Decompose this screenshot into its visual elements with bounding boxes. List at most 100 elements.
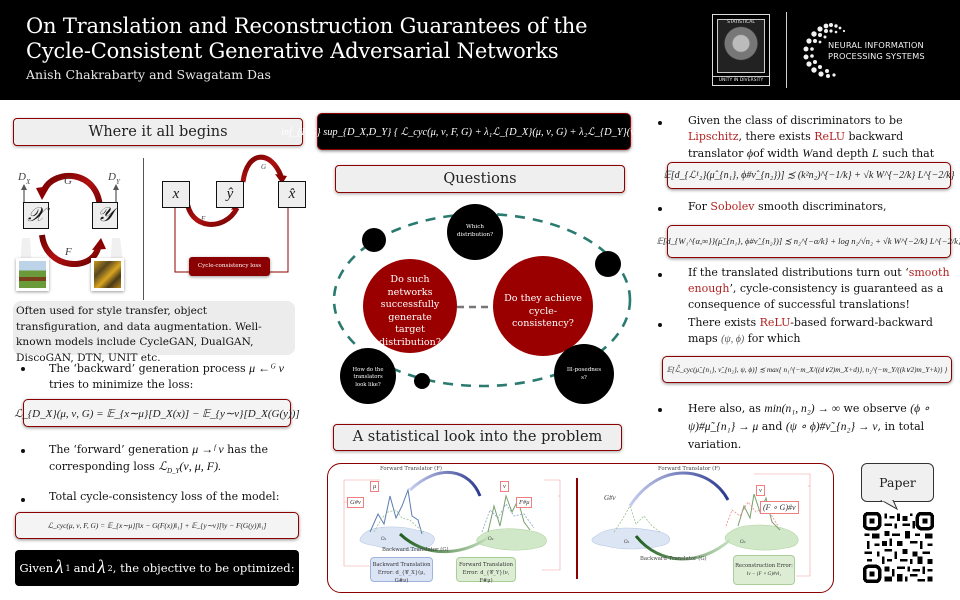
question-circle-cycle-consistency <box>493 256 593 356</box>
map-g-label: G <box>64 175 72 187</box>
highlight-sobolev: Sobolev <box>710 200 755 213</box>
bullet-total-cycle-loss: Total cycle-consistency loss of the mode… <box>49 490 280 503</box>
tag-nu: ν <box>500 481 509 492</box>
diagram-divider <box>143 158 144 300</box>
bullet-dot <box>658 207 662 211</box>
node-x-hat: x̂ <box>278 181 306 208</box>
question-text-which-distribution: Which distribution? <box>456 224 494 238</box>
arc-g <box>240 154 284 183</box>
neurips-logo-icon <box>803 23 846 78</box>
map-f-label: F <box>65 246 72 258</box>
question-circle-ill-posedness <box>554 344 614 404</box>
isi-logo-top-text: STATISTICAL <box>727 20 755 25</box>
disc-x-arrowhead <box>21 184 27 190</box>
lambda-2: λ <box>97 557 106 578</box>
usage-description: Often used for style transfer, object tr… <box>13 301 295 364</box>
nu-density-right <box>737 493 781 531</box>
section-title-questions: Questions <box>335 165 625 193</box>
equation-sobolev-bound: 𝔼[d_{W₁^{α,∞}}(μ̂_{n₁}, ϕ#ν̂_{n₂})] ≾ n₂… <box>657 225 960 258</box>
omega-2-label-left: Ω₂ <box>488 537 494 542</box>
backward-translator-label-right: Backward Translator (G) <box>640 556 707 562</box>
poster-title: On Translation and Reconstruction Guaran… <box>26 14 588 64</box>
fmu-density-left <box>481 503 535 533</box>
omega-1-label-left: Ω₁ <box>381 537 387 542</box>
label-g-push-nu-right: G#ν <box>604 494 616 502</box>
question-circle-generation <box>363 259 457 353</box>
equation-reconstruction-bound: 𝔼[ℒ̂_cyc(μ̂_{n₁}, ν̂_{n₂}, ψ, ϕ)] ≾ max{… <box>662 356 952 383</box>
disc-x-label: DX <box>18 171 31 187</box>
speech-bubble-tail-icon <box>880 500 898 510</box>
reconstruction-error-box: Reconstruction Error: ‖ν − (F ∘ G)#ν‖₁ <box>733 555 795 585</box>
section-title-statistical-look: A statistical look into the problem <box>333 424 622 451</box>
tag-nu-right: ν <box>756 485 765 496</box>
neurips-line-1: NEURAL INFORMATION <box>828 40 924 50</box>
tag-f-compose-g-push-nu: (F ∘ G)#ν <box>760 501 799 514</box>
disc-y-label: DY <box>108 171 120 187</box>
question-circle-which-distribution <box>447 204 503 260</box>
paper-link-bubble[interactable]: Paper <box>861 463 934 502</box>
isi-logo: STATISTICAL UNITY IN DIVERSITY <box>712 14 770 86</box>
bullet-dot <box>21 449 25 453</box>
omega-2-label-right: Ω₂ <box>740 540 746 545</box>
loss-line-left <box>174 197 190 273</box>
gnu-density-right <box>613 505 661 533</box>
bullet-dot <box>658 273 662 277</box>
bullet-forward-generation: The ‘forward’ generation μ →ᶠ ν has the … <box>49 442 268 476</box>
title-line-1: On Translation and Reconstruction Guaran… <box>26 14 588 38</box>
arc-f-arrowhead <box>92 238 106 250</box>
forward-arc-right <box>628 471 730 507</box>
bullet-dot <box>21 498 25 502</box>
question-text-generation: Do such networks successfully generate t… <box>379 274 441 348</box>
neurips-line-2: PROCESSING SYSTEMS <box>828 51 925 61</box>
question-text-translators: How do the translators look like? <box>352 367 384 388</box>
banyan-tree-icon <box>717 19 765 73</box>
forward-translation-error-box: Forward Translation Error: d_{𝒞_Y}(ν, F#… <box>456 557 516 584</box>
highlight-relu-2: ReLU <box>759 316 791 329</box>
question-text-ill-posedness: Ill-posednes s? <box>566 367 602 381</box>
backward-arc-left <box>398 532 491 554</box>
forward-translator-label-right: Forward Translator (F) <box>658 466 720 472</box>
qr-code-paper-link[interactable] <box>862 511 935 584</box>
forward-arc-left <box>408 471 482 497</box>
disc-y-arrowhead <box>113 184 119 190</box>
cycle-consistency-loss-label: Cycle-consistency loss <box>189 257 270 276</box>
domain-x-box: 𝒳 <box>23 202 49 229</box>
bullet-lipschitz: Given the class of discriminators to be … <box>688 114 935 160</box>
bullet-dot <box>658 121 662 125</box>
neurips-logo-text: NEURAL INFORMATION PROCESSING SYSTEMS <box>828 40 925 62</box>
authors: Anish Chakrabarty and Swagatam Das <box>26 67 271 82</box>
question-text-cycle-consistency: Do they achieve cycle- consistency? <box>504 293 582 329</box>
translation-figures <box>343 471 811 577</box>
arc-g-arrowhead <box>36 186 50 200</box>
bullet-dot <box>21 367 25 371</box>
logo-divider <box>786 12 787 88</box>
domain-y-box: 𝒴 <box>92 202 118 229</box>
title-line-2: Cycle-Consistent Generative Adversarial … <box>26 39 559 63</box>
bullet-total-variation: Here also, as min(n₁, n₂) → ∞ we observe… <box>688 402 931 451</box>
bullet-sobolev: For Sobolev smooth discriminators, <box>688 200 887 213</box>
backward-translation-error-box: Backward Translation Error: d_{𝒞_X}(μ, G… <box>370 557 433 584</box>
bullet-backward-generation: The ‘backward’ generation process μ ←ᴳ ν… <box>49 361 284 391</box>
bullet-dot <box>658 323 662 327</box>
omega-1-label-right: Ω₁ <box>624 540 630 545</box>
equation-discriminator-x-loss: ℒ_{D_X}(μ, ν, G) = 𝔼_{x∼μ}[D_X(x)] − 𝔼_{… <box>14 399 300 427</box>
decorative-dot-top-left <box>362 228 386 252</box>
arc-f-forward <box>39 234 101 267</box>
arc-g-arrowhead <box>275 174 287 184</box>
node-x: x <box>162 181 190 208</box>
highlight-smooth-enough: smooth enough <box>688 266 950 295</box>
isi-logo-bottom-text: UNITY IN DIVERSITY <box>713 76 769 83</box>
backward-translator-label-left: Backward Translator (G) <box>382 547 449 553</box>
equation-overall-objective: inf_{F,G} sup_{D_X,D_Y} { ℒ_cyc(μ, ν, F,… <box>281 113 667 150</box>
figure-divider <box>576 478 578 579</box>
bullet-smooth-enough: If the translated distributions turn out… <box>688 266 950 311</box>
tag-g-push-nu: G#ν <box>347 497 364 508</box>
arc-f <box>184 199 240 227</box>
highlight-lipschitz: Lipschitz <box>688 130 739 143</box>
tag-f-push-mu: F#μ <box>516 497 533 508</box>
decorative-dot-right <box>595 251 621 277</box>
lambda-1: λ <box>55 557 64 578</box>
painting-image-thumbnail <box>91 258 124 291</box>
horse-image-thumbnail <box>16 258 49 291</box>
